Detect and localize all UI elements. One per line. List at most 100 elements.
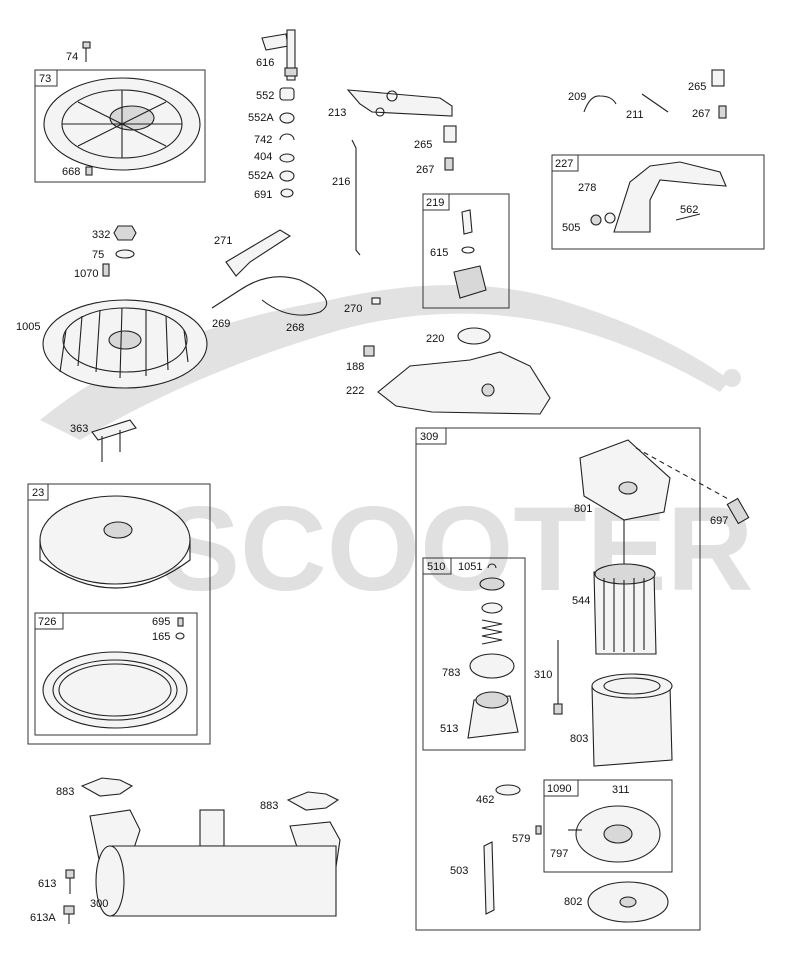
label-311: 311 <box>612 784 630 796</box>
part-462-washer <box>495 784 521 796</box>
label-165: 165 <box>152 631 170 643</box>
label-267: 267 <box>416 164 434 176</box>
group-boxes: 73 219 227 23 726 309 510 1090 <box>27 69 765 931</box>
part-695 <box>177 617 184 627</box>
label-742: 742 <box>254 134 272 146</box>
group-tag-box-227 <box>551 154 579 172</box>
label-404: 404 <box>254 151 272 163</box>
label-211: 211 <box>626 109 644 121</box>
part-73-blower-housing <box>43 77 201 171</box>
part-227-bracket <box>590 161 727 233</box>
label-503: 503 <box>450 865 468 877</box>
group-box-309 <box>415 427 701 931</box>
part-222-bracket <box>377 351 551 415</box>
label-267-second: 267 <box>692 108 710 120</box>
label-1051: 1051 <box>458 561 482 573</box>
part-503-strap <box>483 841 495 915</box>
group-box-1090 <box>543 779 673 873</box>
part-265-clip <box>443 125 457 143</box>
group-box-73 <box>34 69 206 183</box>
part-363-bracket <box>91 419 137 462</box>
group-tag-510: 510 <box>427 561 445 573</box>
part-267b-screw <box>718 105 727 119</box>
part-74-bolt <box>82 41 91 62</box>
label-616: 616 <box>256 57 274 69</box>
group-tag-box-309 <box>415 427 447 445</box>
group-tag-73: 73 <box>39 73 51 85</box>
label-883: 883 <box>56 786 74 798</box>
label-332: 332 <box>92 229 110 241</box>
part-300-muffler <box>89 809 341 917</box>
part-803-housing <box>591 673 673 767</box>
part-216-rod <box>351 139 361 256</box>
part-265b-clip <box>711 69 725 87</box>
group-box-219 <box>422 193 510 309</box>
part-544-armature <box>593 520 657 655</box>
group-tag-box-219 <box>422 193 450 211</box>
part-668 <box>85 166 93 176</box>
part-268-269-cable <box>211 276 328 316</box>
group-tag-box-1090 <box>543 779 579 797</box>
label-209: 209 <box>568 91 586 103</box>
part-219-governor <box>453 209 487 299</box>
part-209-spring <box>583 95 617 113</box>
part-510-drive <box>467 563 519 739</box>
part-802-end-plate <box>587 881 669 923</box>
part-213-bracket <box>346 89 453 117</box>
label-883-second: 883 <box>260 800 278 812</box>
label-222: 222 <box>346 385 364 397</box>
label-270: 270 <box>344 303 362 315</box>
label-801: 801 <box>574 503 592 515</box>
label-552A: 552A <box>248 112 274 124</box>
label-668: 668 <box>62 166 80 178</box>
part-1005-flywheel-fan <box>42 299 208 389</box>
group-tag-309: 309 <box>420 431 438 443</box>
group-tag-box-510 <box>422 557 452 575</box>
label-271: 271 <box>214 235 232 247</box>
label-265-second: 265 <box>688 81 706 93</box>
label-691: 691 <box>254 189 272 201</box>
part-drawings <box>39 29 750 924</box>
part-271-lever <box>225 229 292 277</box>
label-613A: 613A <box>30 912 56 924</box>
part-613-bolt <box>65 869 75 894</box>
group-box-23 <box>27 483 211 745</box>
label-188: 188 <box>346 361 364 373</box>
part-579 <box>535 825 542 835</box>
part-75-washer <box>115 249 135 259</box>
label-579: 579 <box>512 833 530 845</box>
label-1070: 1070 <box>74 268 98 280</box>
part-310-bolt <box>553 640 563 715</box>
label-552: 552 <box>256 90 274 102</box>
part-labels: 74 668 616 552 552A 742 404 552A 691 213… <box>16 51 728 924</box>
part-726-ring-gear <box>42 651 188 729</box>
part-332-nut <box>113 225 137 241</box>
label-213: 213 <box>328 107 346 119</box>
part-165 <box>175 632 185 640</box>
label-562: 562 <box>680 204 698 216</box>
label-797: 797 <box>550 848 568 860</box>
part-1090-brush-plate <box>568 805 661 863</box>
part-seal-stack <box>279 87 295 198</box>
part-220 <box>457 327 491 345</box>
label-783: 783 <box>442 667 460 679</box>
part-23-flywheel <box>39 495 191 589</box>
label-552A-second: 552A <box>248 170 274 182</box>
part-267-screw <box>444 157 454 171</box>
label-613: 613 <box>38 878 56 890</box>
group-tag-726: 726 <box>38 616 56 628</box>
label-310: 310 <box>534 669 552 681</box>
group-box-227 <box>551 154 765 250</box>
label-269: 269 <box>212 318 230 330</box>
watermark-swoosh <box>40 285 730 440</box>
label-462: 462 <box>476 794 494 806</box>
label-220: 220 <box>426 333 444 345</box>
label-74: 74 <box>66 51 78 63</box>
group-tag-1090: 1090 <box>547 783 571 795</box>
part-883b-gasket <box>286 791 340 811</box>
part-613A-bolt <box>63 905 75 924</box>
group-tag-box-73 <box>34 69 58 87</box>
label-802: 802 <box>564 896 582 908</box>
part-697-bolt <box>726 497 750 525</box>
label-278: 278 <box>578 182 596 194</box>
